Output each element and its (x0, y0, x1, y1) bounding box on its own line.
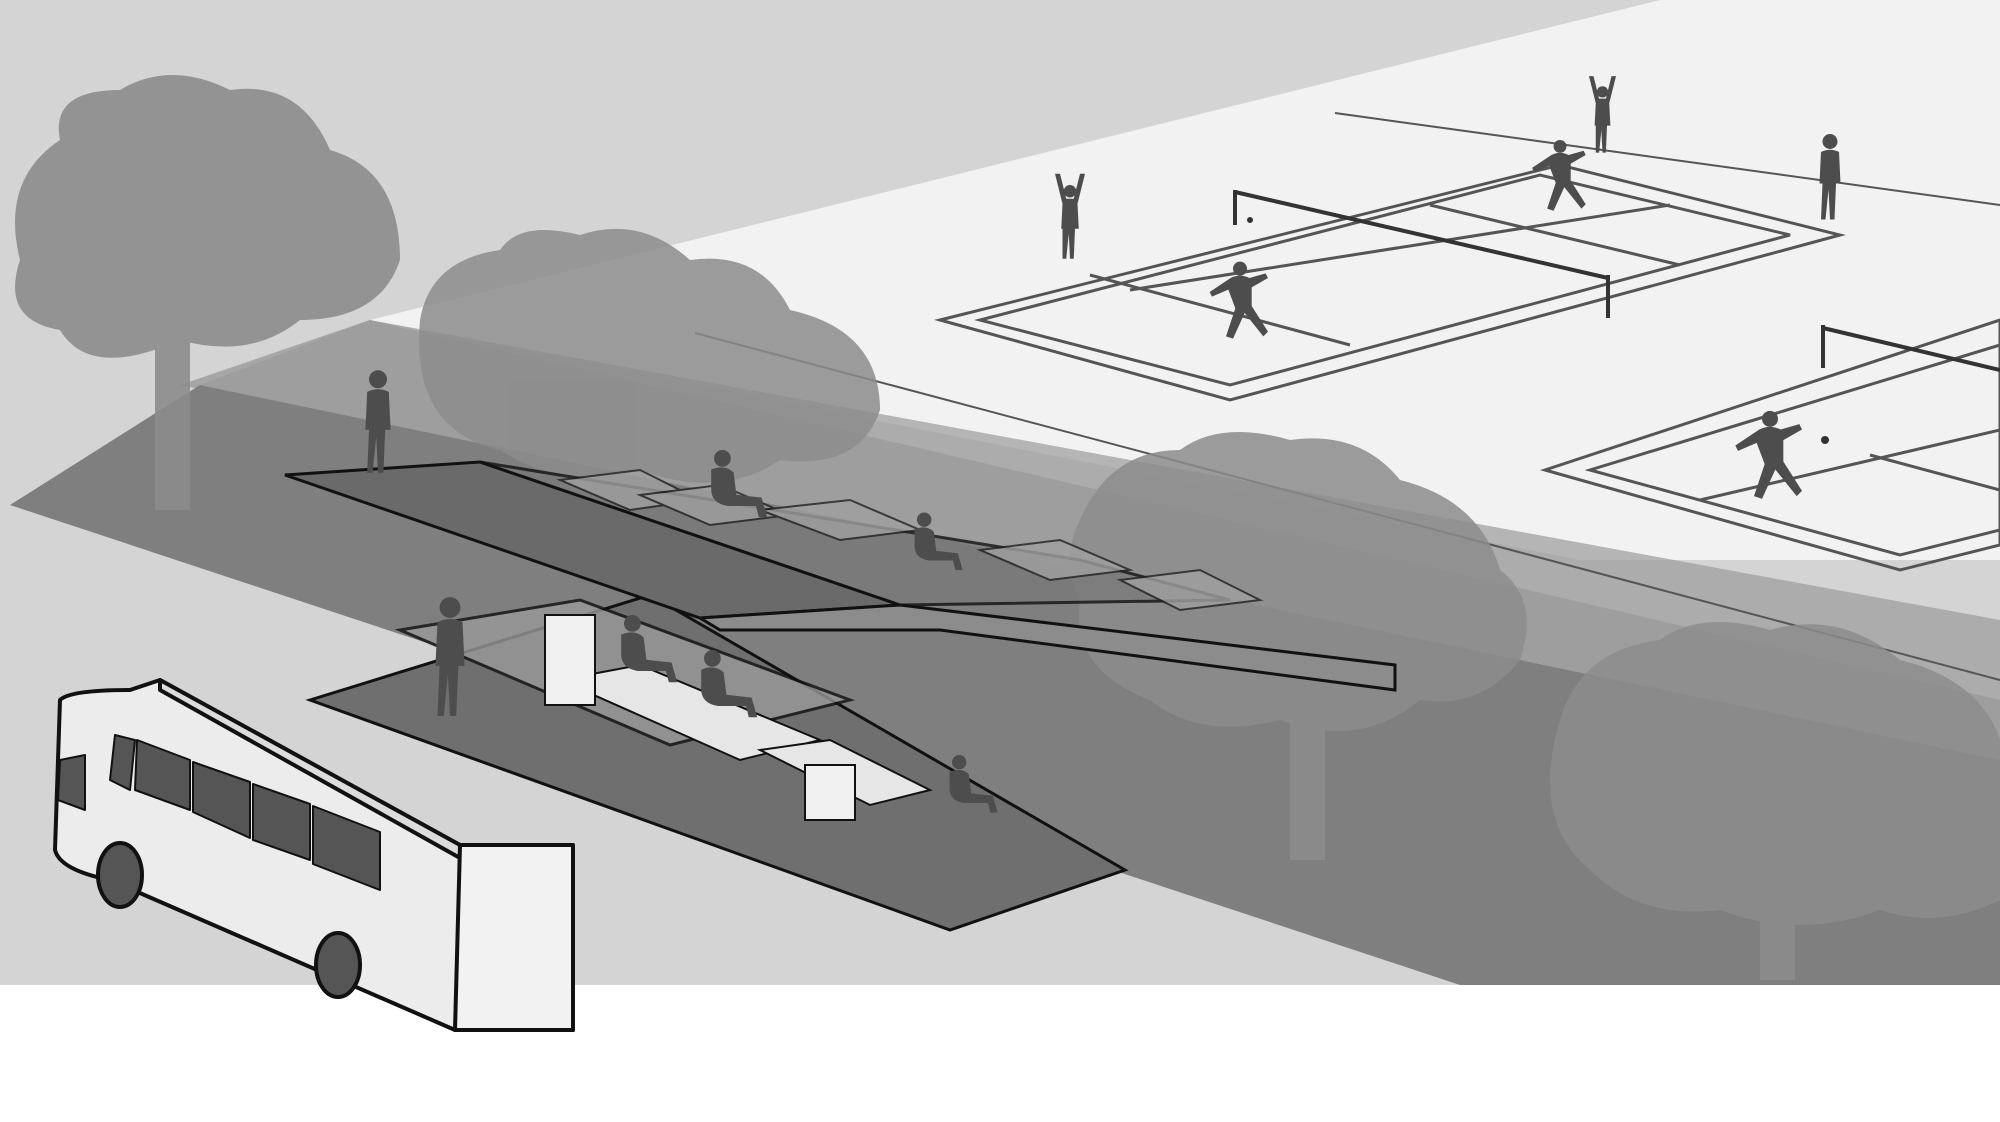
tennis-ball-icon (1247, 217, 1829, 444)
tree-icon (1550, 622, 2000, 980)
tennis-court-1 (934, 163, 1846, 402)
boundary-line-far (1334, 112, 2000, 206)
tennis-net-icon (1233, 190, 1610, 318)
bench-seat (544, 614, 933, 821)
roof-seating-steps (556, 468, 1264, 612)
bus-icon (53, 678, 575, 1032)
tennis-net-icon-2 (1821, 325, 2000, 372)
ground-bottom (0, 985, 2000, 1122)
tennis-court-2 (1539, 318, 2000, 572)
tree-icon (15, 75, 400, 510)
